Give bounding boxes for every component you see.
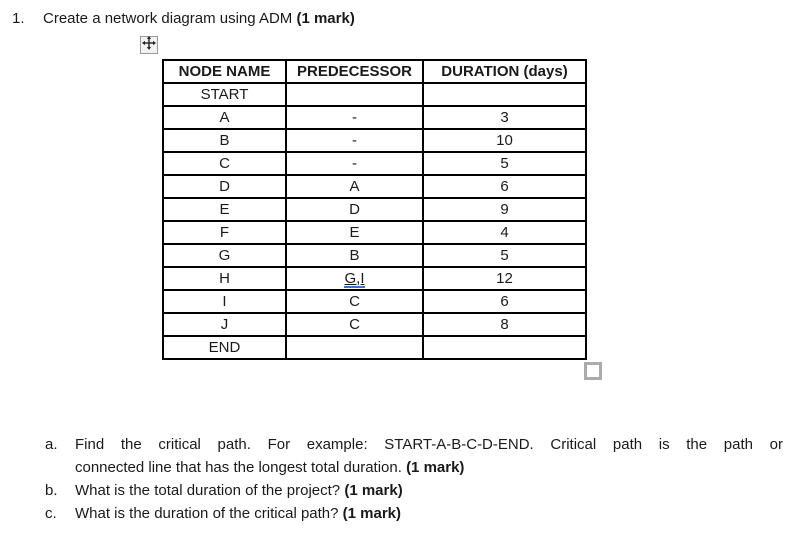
question-c: c. What is the duration of the critical … — [45, 502, 783, 525]
cell-duration — [422, 335, 587, 360]
cell-duration: 12 — [422, 266, 587, 291]
cell-duration: 5 — [422, 151, 587, 176]
cell-node: H — [162, 266, 287, 291]
question-b-text: What is the total duration of the projec… — [75, 482, 403, 499]
col-header-predecessor: PREDECESSOR — [285, 59, 424, 84]
cell-duration: 4 — [422, 220, 587, 245]
cell-node: A — [162, 105, 287, 130]
cell-duration: 10 — [422, 128, 587, 153]
table-row-g: G B 5 — [162, 243, 587, 268]
question-b-label: b. — [45, 482, 58, 499]
cell-node: B — [162, 128, 287, 153]
cell-duration: 9 — [422, 197, 587, 222]
col-header-node-name: NODE NAME — [162, 59, 287, 84]
cell-duration: 6 — [422, 289, 587, 314]
cell-duration: 3 — [422, 105, 587, 130]
cell-predecessor: - — [285, 151, 424, 176]
question-b-mark: (1 mark) — [344, 482, 403, 499]
move-arrows-icon — [142, 35, 156, 55]
cell-duration: 6 — [422, 174, 587, 199]
cell-node: START — [162, 82, 287, 107]
cell-predecessor: - — [285, 105, 424, 130]
cell-duration: 5 — [422, 243, 587, 268]
cell-duration: 8 — [422, 312, 587, 337]
cell-node: C — [162, 151, 287, 176]
cell-predecessor: C — [285, 312, 424, 337]
table-move-handle[interactable] — [140, 35, 158, 55]
cell-node: I — [162, 289, 287, 314]
question-c-mark: (1 mark) — [342, 505, 402, 522]
question-a-label: a. — [45, 436, 58, 453]
cell-duration — [422, 82, 587, 107]
cell-predecessor: C — [285, 289, 424, 314]
cell-predecessor — [285, 82, 424, 107]
col-header-duration: DURATION (days) — [422, 59, 587, 84]
table-row-b: B - 10 — [162, 128, 587, 153]
cell-node: F — [162, 220, 287, 245]
question-number: 1. — [12, 10, 25, 27]
table-header-row: NODE NAME PREDECESSOR DURATION (days) — [162, 59, 587, 84]
question-b: b. What is the total duration of the pro… — [45, 479, 783, 502]
table-row-j: J C 8 — [162, 312, 587, 337]
table-row-h: H G,I 12 — [162, 266, 587, 291]
node-table: NODE NAME PREDECESSOR DURATION (days) ST… — [162, 59, 587, 360]
grammar-check-underline: G,I — [344, 269, 365, 288]
table-row-f: F E 4 — [162, 220, 587, 245]
table-row-a: A - 3 — [162, 105, 587, 130]
question-mark-label: (1 mark) — [296, 10, 355, 27]
table-row-d: D A 6 — [162, 174, 587, 199]
table-row-c: C - 5 — [162, 151, 587, 176]
cell-predecessor: D — [285, 197, 424, 222]
cell-node: END — [162, 335, 287, 360]
table-resize-handle[interactable] — [584, 362, 602, 380]
cell-node: D — [162, 174, 287, 199]
cell-predecessor: A — [285, 174, 424, 199]
question-a-mark: (1 mark) — [406, 459, 465, 476]
cell-node: J — [162, 312, 287, 337]
question-c-text: What is the duration of the critical pat… — [75, 505, 402, 522]
cell-node: E — [162, 197, 287, 222]
cell-node: G — [162, 243, 287, 268]
question-a: a. Find the critical path. For example: … — [45, 433, 783, 479]
cell-predecessor: G,I — [285, 266, 424, 291]
cell-predecessor: B — [285, 243, 424, 268]
question-c-label: c. — [45, 505, 57, 522]
table-row-i: I C 6 — [162, 289, 587, 314]
cell-predecessor: E — [285, 220, 424, 245]
question-1-title: 1. Create a network diagram using ADM (1… — [12, 8, 772, 30]
cell-predecessor — [285, 335, 424, 360]
question-title-text: Create a network diagram using ADM (1 ma… — [43, 10, 355, 27]
sub-questions: a. Find the critical path. For example: … — [45, 433, 783, 525]
table-row-e: E D 9 — [162, 197, 587, 222]
table-row-end: END — [162, 335, 587, 360]
question-a-text: Find the critical path. For example: STA… — [75, 436, 783, 476]
cell-predecessor: - — [285, 128, 424, 153]
table-row-start: START — [162, 82, 587, 107]
